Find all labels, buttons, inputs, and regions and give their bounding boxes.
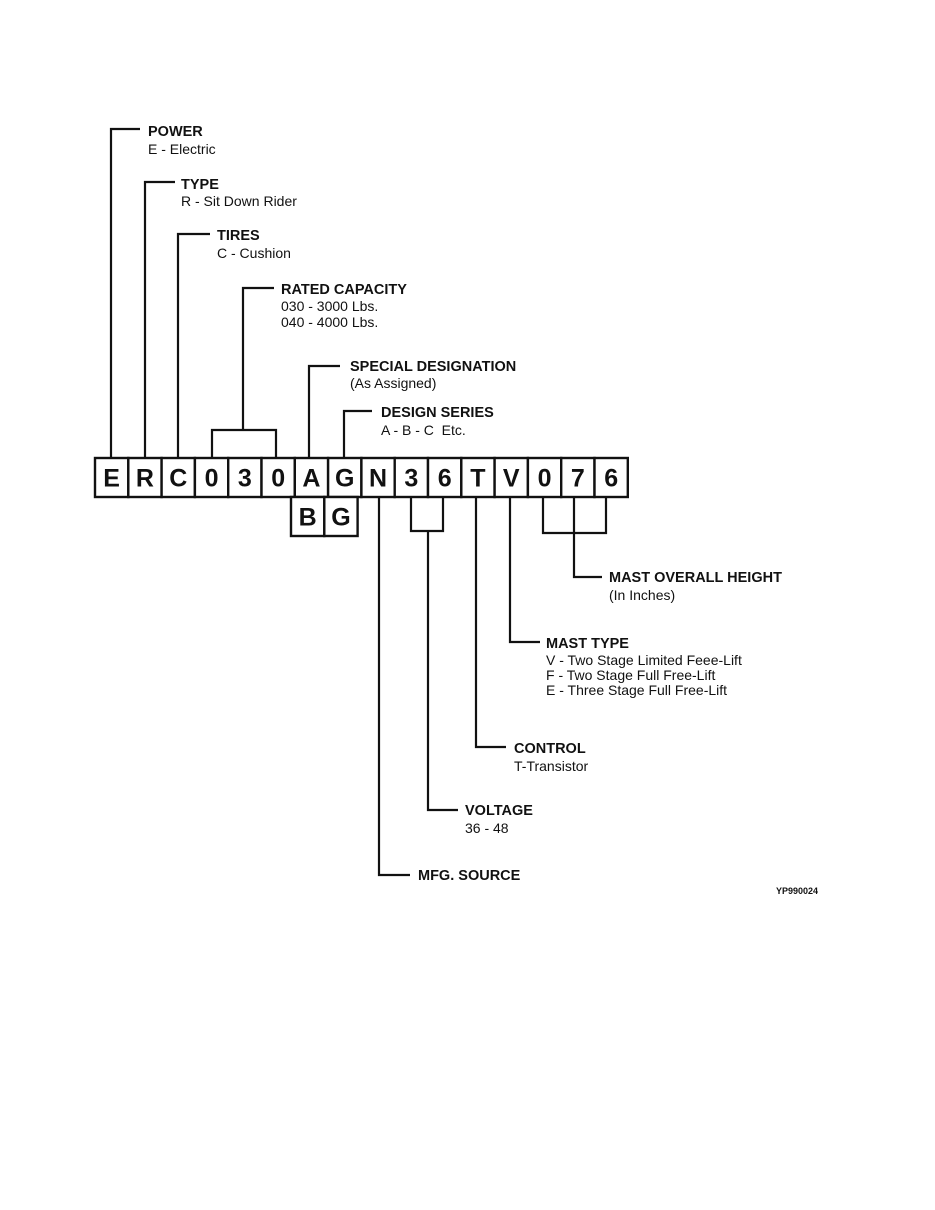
voltage-leader — [426, 531, 458, 812]
tires-title: TIRES — [217, 228, 260, 244]
model-code-box — [160, 456, 197, 499]
model-code-char: 7 — [571, 465, 585, 493]
special-designation-label: SPECIAL DESIGNATION (As Assigned) — [350, 359, 516, 391]
rated-capacity-title: RATED CAPACITY — [281, 282, 407, 298]
tires-leader — [176, 232, 210, 458]
rated-capacity-label: RATED CAPACITY 030 - 3000 Lbs. 040 - 400… — [281, 282, 407, 330]
model-code-char: 0 — [538, 465, 552, 493]
model-code-char: 0 — [271, 465, 285, 493]
model-code-char: N — [369, 465, 387, 493]
mast-type-label: MAST TYPE V - Two Stage Limited Feee-Lif… — [546, 636, 742, 698]
rated-capacity-desc-1: 030 - 3000 Lbs. — [281, 298, 378, 314]
voltage-title: VOLTAGE — [465, 803, 533, 819]
model-code-char: 6 — [438, 465, 452, 493]
power-desc: E - Electric — [148, 141, 216, 157]
mast-overall-height-title: MAST OVERALL HEIGHT — [609, 570, 782, 586]
model-code-suffix-char: B — [299, 504, 317, 532]
type-desc: R - Sit Down Rider — [181, 193, 297, 209]
rated-capacity-leader — [241, 286, 274, 430]
design-series-leader — [342, 409, 372, 458]
design-series-label: DESIGN SERIES A - B - C Etc. — [381, 405, 494, 438]
mast-type-title: MAST TYPE — [546, 636, 629, 652]
model-code-box — [560, 456, 596, 499]
model-code-char: 6 — [604, 465, 618, 493]
model-code-char: G — [335, 465, 354, 493]
voltage-desc: 36 - 48 — [465, 820, 509, 836]
tires-label: TIRES C - Cushion — [217, 228, 291, 261]
mast-type-desc-3: E - Three Stage Full Free-Lift — [546, 682, 727, 698]
mast-overall-height-label: MAST OVERALL HEIGHT (In Inches) — [609, 570, 782, 603]
model-code-char: 3 — [238, 465, 252, 493]
model-code-char: V — [503, 465, 520, 493]
model-code-box — [593, 456, 629, 499]
mast-height-leader — [572, 497, 602, 579]
model-code-char: 3 — [404, 465, 418, 493]
rated-capacity-desc-2: 040 - 4000 Lbs. — [281, 314, 378, 330]
mast-overall-height-desc: (In Inches) — [609, 587, 675, 603]
type-title: TYPE — [181, 177, 219, 193]
model-code-char: E — [103, 465, 120, 493]
model-code-box — [526, 456, 563, 499]
mast-type-leader — [508, 497, 540, 644]
control-leader — [474, 497, 506, 749]
model-code-char: C — [169, 465, 187, 493]
design-series-desc: A - B - C Etc. — [381, 422, 466, 438]
control-label: CONTROL T-Transistor — [514, 741, 588, 774]
mast-type-desc-1: V - Two Stage Limited Feee-Lift — [546, 652, 742, 668]
figure-id: YP990024 — [776, 886, 818, 896]
tires-desc: C - Cushion — [217, 245, 291, 261]
model-code-char: T — [470, 465, 485, 493]
design-series-title: DESIGN SERIES — [381, 405, 494, 421]
type-label: TYPE R - Sit Down Rider — [181, 177, 297, 209]
control-desc: T-Transistor — [514, 758, 588, 774]
voltage-label: VOLTAGE 36 - 48 — [465, 803, 533, 836]
mfg-source-title: MFG. SOURCE — [418, 868, 521, 884]
voltage-bracket — [409, 497, 445, 533]
special-designation-title: SPECIAL DESIGNATION — [350, 359, 516, 375]
power-title: POWER — [148, 124, 203, 140]
mfg-source-leader — [377, 497, 410, 877]
model-code-char: 0 — [205, 465, 219, 493]
special-designation-desc: (As Assigned) — [350, 375, 436, 391]
power-label: POWER E - Electric — [148, 124, 216, 157]
model-code-suffix-box — [289, 495, 326, 538]
rated-capacity-bracket — [210, 428, 278, 458]
model-code-char: R — [136, 465, 154, 493]
model-code-suffix-char: G — [331, 504, 350, 532]
special-designation-leader — [307, 364, 340, 458]
type-leader — [143, 180, 175, 458]
model-code-suffix-box — [323, 495, 359, 538]
mast-type-desc-2: F - Two Stage Full Free-Lift — [546, 667, 715, 683]
model-code-char: A — [302, 465, 320, 493]
mfg-source-label: MFG. SOURCE — [418, 868, 521, 884]
model-code-box — [426, 456, 463, 499]
control-title: CONTROL — [514, 741, 586, 757]
power-leader — [109, 127, 140, 458]
